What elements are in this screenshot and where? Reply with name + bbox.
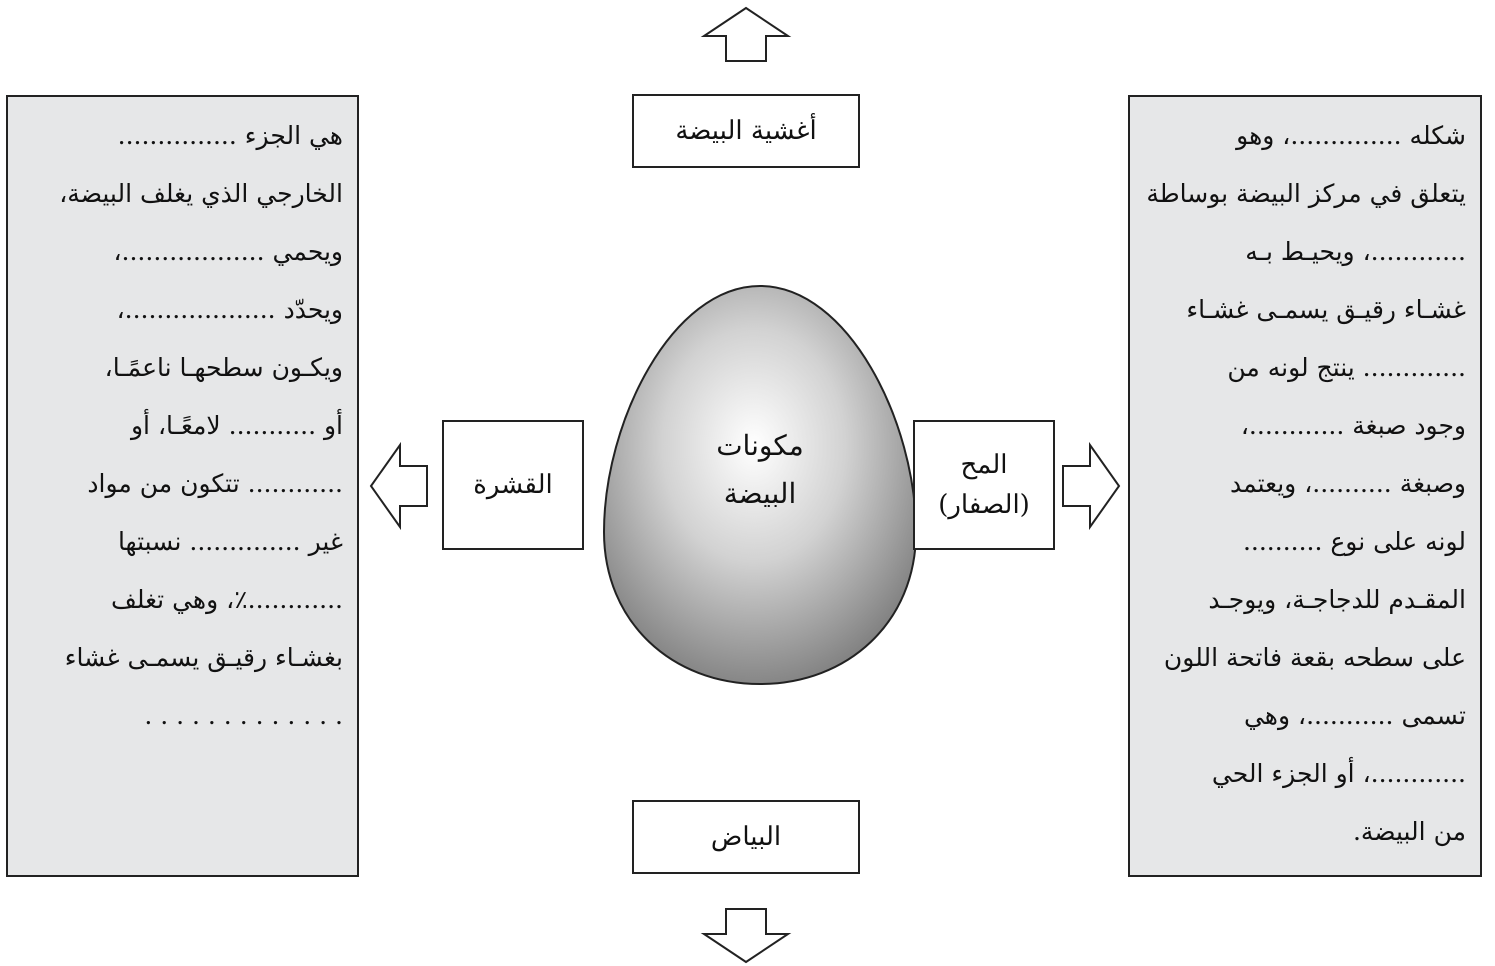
text-line: لونه على نوع .......... xyxy=(1242,527,1466,556)
text-line: ............. ينتج لونه من xyxy=(1227,353,1466,382)
arrow-down-icon xyxy=(700,908,792,964)
egg-label-line1: مكونات xyxy=(716,429,804,462)
membranes-box: أغشية البيضة xyxy=(632,94,860,168)
text-line: ............، أو الجزء الحي xyxy=(1211,759,1466,788)
text-line: يتعلق في مركز البيضة بوساطة xyxy=(1146,179,1466,208)
text-line: ويحدّد ...................، xyxy=(116,295,343,324)
text-line: ............٪، وهي تغلف xyxy=(110,585,343,614)
yolk-label-line2: (الصفار) xyxy=(938,490,1030,520)
text-line: ............ تتكون من مواد xyxy=(87,469,343,498)
arrow-left-icon xyxy=(369,442,428,530)
text-line: ويحمي ..................، xyxy=(113,237,343,266)
yolk-box: المح (الصفار) xyxy=(913,420,1055,550)
yolk-description-panel: شكله ..............، وهو يتعلق في مركز ا… xyxy=(1128,95,1482,877)
text-line: وصبغة ..........، ويعتمد xyxy=(1230,469,1466,498)
shell-label: القشرة xyxy=(473,470,553,500)
text-line: ويكـون سطحهـا ناعمًـا، xyxy=(104,353,343,382)
egg-center-label: مكونات البيضة xyxy=(600,422,920,518)
text-line: . . . . . . . . . . . . . xyxy=(144,701,343,730)
text-line: الخارجي الذي يغلف البيضة، xyxy=(59,179,343,208)
membranes-label: أغشية البيضة xyxy=(675,116,817,146)
shell-description-panel: هي الجزء ............... الخارجي الذي يغ… xyxy=(6,95,359,877)
albumen-label: البياض xyxy=(710,822,782,852)
text-line: تسمى ...........، وهي xyxy=(1243,701,1466,730)
text-line: هي الجزء ............... xyxy=(117,121,343,150)
albumen-box: البياض xyxy=(632,800,860,874)
text-line: بغشـاء رقيـق يسمـى غشاء xyxy=(64,643,343,672)
text-line: شكله ..............، وهو xyxy=(1236,121,1466,150)
yolk-label-line1: المح xyxy=(960,450,1008,480)
text-line: غشـاء رقيـق يسمـى غشـاء xyxy=(1186,295,1466,324)
text-line: وجود صبغة ............، xyxy=(1240,411,1466,440)
arrow-up-icon xyxy=(700,6,792,62)
text-line: على سطحه بقعة فاتحة اللون xyxy=(1163,643,1466,672)
shell-box: القشرة xyxy=(442,420,584,550)
text-line: من البيضة. xyxy=(1352,817,1466,846)
egg-label-line2: البيضة xyxy=(723,477,797,510)
egg-illustration xyxy=(600,282,920,690)
text-line: غير .............. نسبتها xyxy=(117,527,343,556)
text-line: أو ........... لامعًـا، أو xyxy=(130,411,343,440)
arrow-right-icon xyxy=(1062,442,1121,530)
text-line: المقـدم للدجاجـة، ويوجـد xyxy=(1208,585,1466,614)
text-line: ............، ويحيـط بـه xyxy=(1245,237,1466,266)
